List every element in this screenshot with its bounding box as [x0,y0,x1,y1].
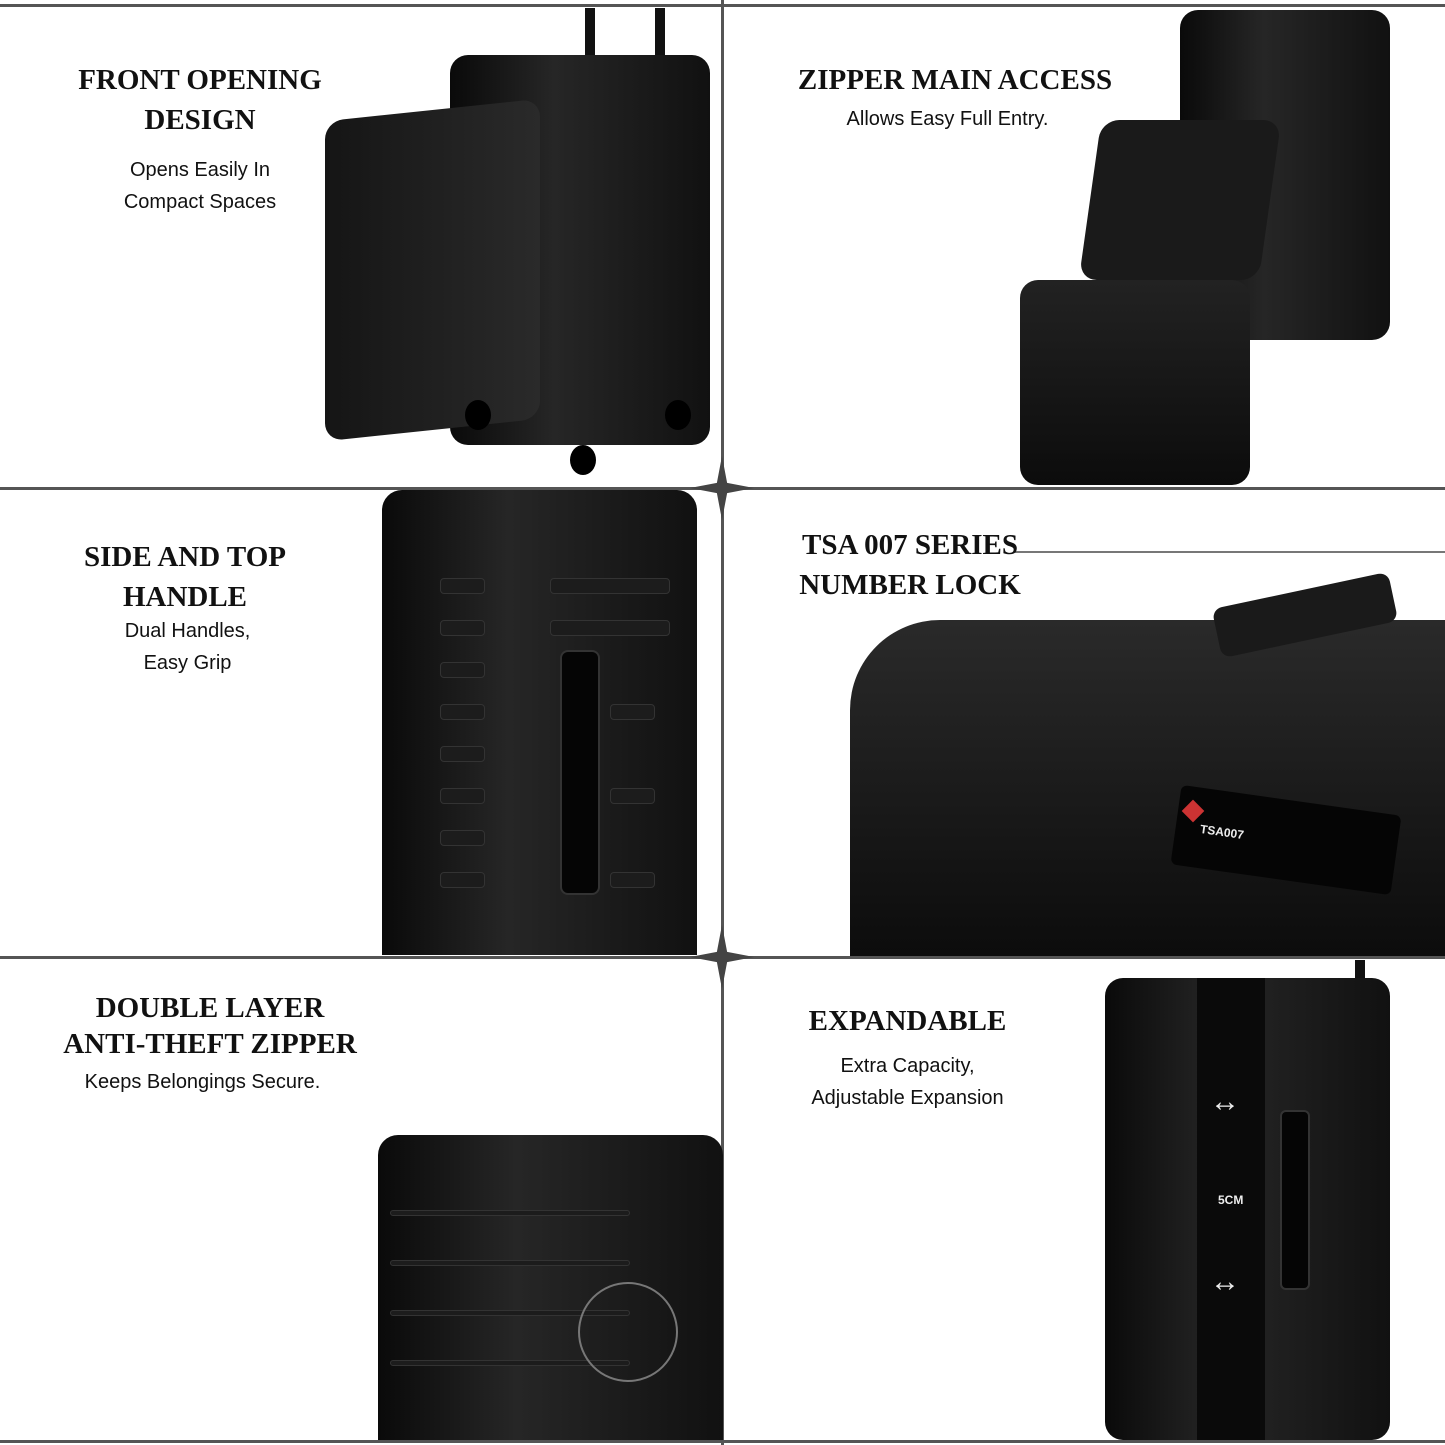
rib [610,704,655,720]
wheel [465,400,491,430]
grid-line-vertical [721,0,724,1445]
open-lid [1020,280,1250,485]
rib [440,620,485,636]
side-handle [1280,1110,1310,1290]
rib [440,746,485,762]
expand-arrow-icon: ↔ [1210,1085,1240,1118]
rib [440,872,485,888]
expand-arrow-icon: ↔ [1210,1265,1240,1298]
panel-title: DOUBLE LAYER ANTI-THEFT ZIPPER [63,992,357,1060]
zipper-magnifier [578,1282,678,1382]
rib [550,578,670,594]
expansion-label: 5CM [1218,1193,1244,1207]
rib [390,1260,630,1266]
trolley-handle [655,8,665,68]
panel-title: EXPANDABLE [808,1005,1007,1037]
wheel [570,445,596,475]
panel-subtitle: Opens Easily In Compact Spaces [123,159,277,213]
suitcase-image [378,1135,723,1440]
lid-interior [1078,120,1282,280]
panel-subtitle: Dual Handles, Easy Grip [124,620,251,674]
tsa-underline [1015,551,1445,553]
suitcase-image [850,620,1445,956]
sparkle-icon [690,925,754,989]
trolley-handle [585,8,595,68]
rib [440,662,485,678]
rib [390,1210,630,1216]
panel-title: TSA 007 SERIES NUMBER LOCK [799,529,1021,601]
panel-subtitle: Allows Easy Full Entry. [846,108,1049,130]
rib [440,704,485,720]
rib [550,620,670,636]
rib [440,578,485,594]
rib [440,830,485,846]
side-handle [560,650,600,895]
panel-title: FRONT OPENING DESIGN [78,64,322,136]
panel-title: SIDE AND TOP HANDLE [84,541,286,613]
wheel [665,400,691,430]
front-lid [325,98,540,442]
expansion-band [1197,978,1265,1440]
rib [610,788,655,804]
rib [440,788,485,804]
panel-title: ZIPPER MAIN ACCESS [797,64,1113,96]
panel-subtitle: Extra Capacity, Adjustable Expansion [811,1055,1004,1109]
panel-subtitle: Keeps Belongings Secure. [84,1071,321,1093]
trolley-handle [1355,960,1365,990]
rib [610,872,655,888]
sparkle-icon [690,456,754,520]
